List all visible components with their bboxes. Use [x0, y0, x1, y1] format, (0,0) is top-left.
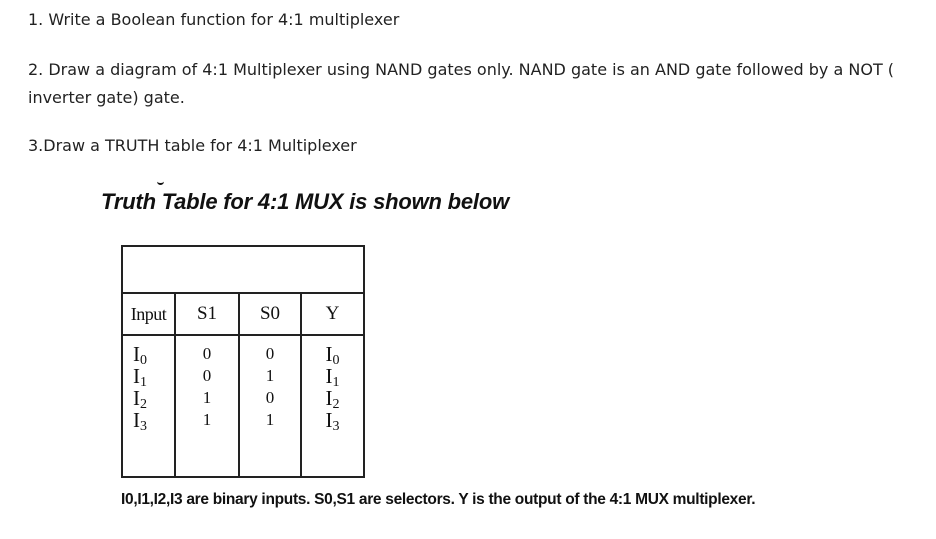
decorative-tick-mark	[157, 180, 164, 185]
column-input: I0 I1 I2 I3	[123, 342, 157, 434]
column-y: I0 I1 I2 I3	[302, 342, 363, 434]
truth-table: Input S1 S0 Y I0 I1 I2 I3 0 0 1 1 0 1 0 …	[121, 245, 365, 478]
table-caption: I0,I1,I2,I3 are binary inputs. S0,S1 are…	[121, 491, 756, 508]
table-cell-s1: 1	[202, 388, 212, 407]
table-cell-s0: 0	[265, 388, 275, 407]
table-cell-y: I1	[325, 364, 340, 390]
table-cell-s0: 1	[265, 410, 275, 429]
table-cell-s1: 1	[202, 410, 212, 429]
table-cell-input: I3	[133, 408, 147, 434]
table-cell-s0: 0	[265, 344, 275, 363]
column-divider	[238, 294, 240, 476]
table-cell-input: I2	[133, 386, 147, 412]
table-cell-y: I2	[325, 386, 340, 412]
header-s0: S0	[259, 303, 281, 324]
question-3: 3.Draw a TRUTH table for 4:1 Multiplexer	[28, 136, 357, 155]
table-cell-s1: 0	[202, 366, 212, 385]
column-divider	[174, 294, 176, 476]
table-blank-header-row	[123, 247, 363, 294]
table-cell-y: I0	[325, 342, 340, 368]
table-cell-s1: 0	[202, 344, 212, 363]
table-cell-s0: 1	[265, 366, 275, 385]
question-1: 1. Write a Boolean function for 4:1 mult…	[28, 10, 400, 29]
table-cell-y: I3	[325, 408, 340, 434]
header-y: Y	[325, 303, 340, 324]
column-divider	[300, 294, 302, 476]
question-2: 2. Draw a diagram of 4:1 Multiplexer usi…	[28, 60, 895, 107]
header-input: Input	[130, 304, 167, 324]
table-header-row	[123, 294, 363, 336]
table-cell-input: I1	[133, 364, 147, 390]
truth-table-title: Truth Table for 4:1 MUX is shown below	[101, 189, 509, 214]
column-s1: 0 0 1 1	[176, 343, 238, 431]
column-s0: 0 1 0 1	[240, 343, 300, 431]
table-cell-input: I0	[133, 342, 147, 368]
header-s1: S1	[196, 303, 218, 324]
